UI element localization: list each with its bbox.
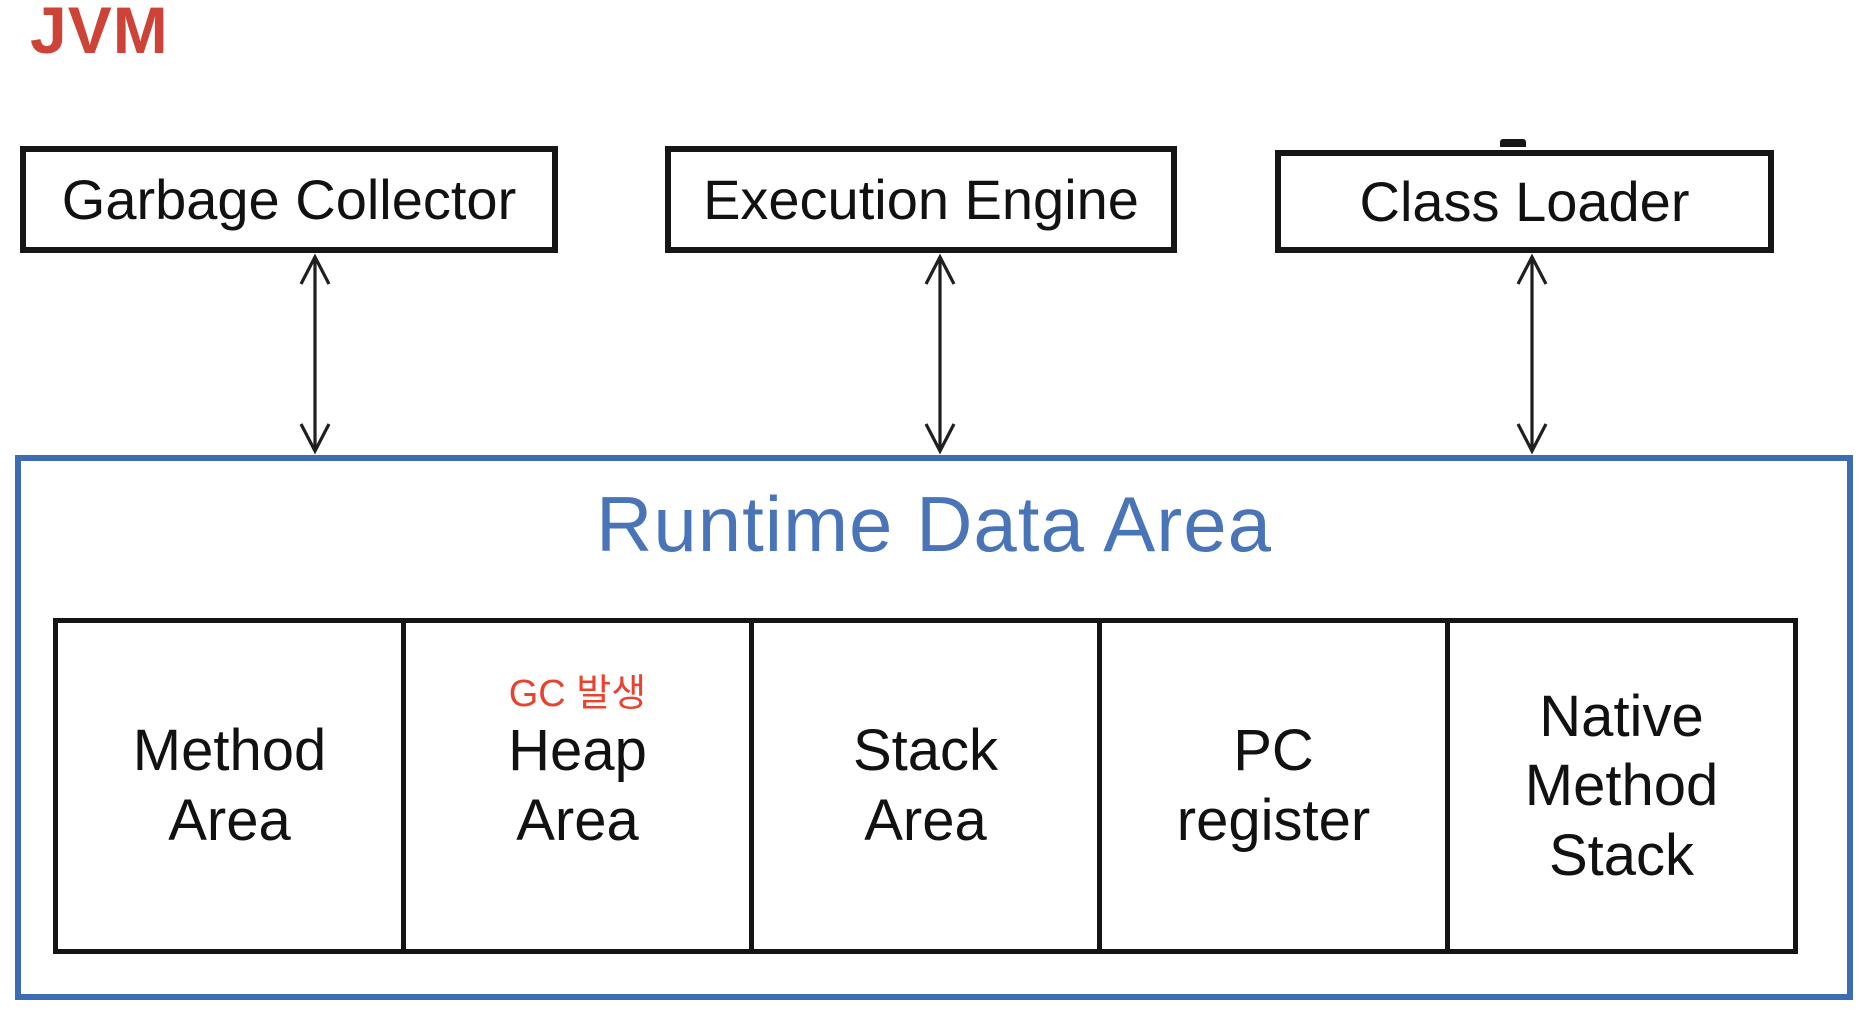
class-loader-notch-artifact bbox=[1500, 139, 1526, 147]
gc-occurs-annotation: GC 발생 bbox=[508, 673, 647, 715]
stack-area-label: Stack Area bbox=[852, 718, 999, 853]
method-area-cell: Method Area bbox=[58, 623, 406, 949]
method-area-label: Method Area bbox=[132, 718, 327, 853]
double-arrow-icon bbox=[924, 253, 956, 455]
pc-register-cell: PC register bbox=[1102, 623, 1450, 949]
class-loader-label: Class Loader bbox=[1359, 170, 1690, 233]
runtime-data-area-title: Runtime Data Area bbox=[595, 480, 1272, 568]
runtime-cells-row: Method Area GC 발생 Heap Area Stack Area P… bbox=[53, 618, 1798, 954]
execution-engine-label: Execution Engine bbox=[703, 168, 1139, 231]
double-arrow-icon bbox=[1516, 253, 1548, 455]
garbage-collector-label: Garbage Collector bbox=[61, 168, 517, 231]
stack-area-cell: Stack Area bbox=[754, 623, 1102, 949]
native-method-stack-label: Native Method Stack bbox=[1524, 683, 1719, 888]
execution-engine-box: Execution Engine bbox=[665, 146, 1177, 253]
class-loader-box: Class Loader bbox=[1275, 150, 1774, 253]
native-method-stack-cell: Native Method Stack bbox=[1450, 623, 1793, 949]
pc-register-label: PC register bbox=[1176, 718, 1371, 853]
heap-area-label: Heap Area bbox=[508, 718, 647, 853]
jvm-title: JVM bbox=[30, 0, 169, 67]
heap-area-cell: GC 발생 Heap Area bbox=[406, 623, 754, 949]
garbage-collector-box: Garbage Collector bbox=[20, 146, 558, 253]
double-arrow-icon bbox=[299, 253, 331, 455]
